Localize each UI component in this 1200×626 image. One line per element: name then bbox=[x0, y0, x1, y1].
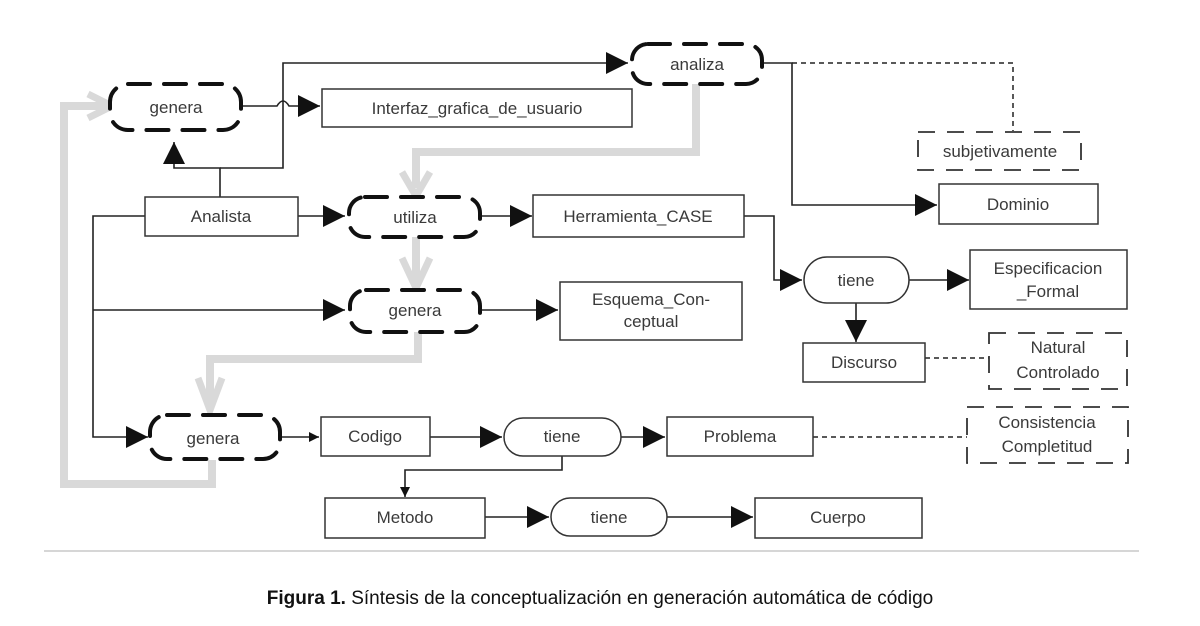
label-genera-top: genera bbox=[150, 98, 203, 117]
box-esquema bbox=[559, 281, 743, 341]
label-natural-2: Controlado bbox=[1016, 363, 1099, 382]
label-tiene-codigo: tiene bbox=[544, 427, 581, 446]
box-especificacion bbox=[969, 249, 1128, 310]
relation-genera-mid bbox=[348, 288, 482, 334]
edge-tiene-metodo bbox=[400, 456, 563, 497]
label-consistencia-1: Consistencia bbox=[998, 413, 1096, 432]
pill-nodes bbox=[503, 256, 910, 537]
box-cuerpo bbox=[754, 497, 923, 539]
label-subjetivamente: subjetivamente bbox=[943, 142, 1057, 161]
label-codigo: Codigo bbox=[348, 427, 402, 446]
label-esquema-1: Esquema_Con- bbox=[592, 290, 710, 309]
label-dominio: Dominio bbox=[987, 195, 1049, 214]
label-esquema-2: ceptual bbox=[624, 312, 679, 331]
label-interfaz: Interfaz_grafica_de_usuario bbox=[372, 99, 583, 118]
relation-analiza bbox=[630, 42, 764, 86]
relation-nodes bbox=[108, 42, 764, 461]
label-especificacion-1: Especificacion bbox=[994, 259, 1103, 278]
label-metodo: Metodo bbox=[377, 508, 434, 527]
relation-genera-low bbox=[148, 413, 282, 461]
attr-subjetivamente bbox=[917, 131, 1082, 171]
box-problema bbox=[666, 416, 814, 457]
pill-tiene-spec bbox=[803, 256, 910, 304]
box-codigo bbox=[320, 416, 431, 457]
edge-analista-trunk bbox=[92, 215, 148, 448]
edge-analista-analiza bbox=[220, 52, 628, 169]
flow-genera-to-genera bbox=[206, 332, 422, 405]
label-cuerpo: Cuerpo bbox=[810, 508, 866, 527]
label-analiza: analiza bbox=[670, 55, 724, 74]
flow-analiza-to-utiliza bbox=[412, 84, 700, 188]
box-interfaz bbox=[321, 88, 633, 128]
concept-nodes bbox=[144, 88, 1128, 539]
node-labels: genera Interfaz_grafica_de_usuario anali… bbox=[150, 55, 1103, 527]
box-dominio bbox=[938, 183, 1099, 225]
label-natural-1: Natural bbox=[1031, 338, 1086, 357]
attr-natural-controlado bbox=[988, 332, 1128, 390]
dashed-associations bbox=[792, 62, 1014, 438]
flow-loop-back bbox=[60, 102, 216, 488]
assoc-analiza-subjetivamente bbox=[792, 62, 1014, 131]
box-discurso bbox=[802, 342, 926, 383]
label-analista: Analista bbox=[191, 207, 252, 226]
caption-text: Síntesis de la conceptualización en gene… bbox=[345, 588, 934, 609]
box-metodo bbox=[324, 497, 486, 539]
attribute-nodes bbox=[917, 131, 1129, 464]
edge-genera-interfaz bbox=[242, 95, 320, 117]
attr-consistencia bbox=[966, 406, 1129, 464]
caption-label: Figura 1. bbox=[266, 588, 346, 609]
label-tiene-spec: tiene bbox=[838, 271, 875, 290]
box-analista bbox=[144, 196, 299, 237]
relation-genera-top bbox=[108, 82, 243, 132]
label-genera-mid: genera bbox=[389, 301, 442, 320]
flow-lines bbox=[60, 84, 700, 488]
pill-tiene-metodo bbox=[550, 497, 668, 537]
label-especificacion-2: _Formal bbox=[1016, 282, 1079, 301]
connectors bbox=[92, 52, 969, 528]
edge-analiza-dominio bbox=[764, 62, 937, 216]
figure-caption: Figura 1. Síntesis de la conceptualizaci… bbox=[0, 588, 1200, 610]
relation-utiliza bbox=[347, 195, 482, 239]
label-utiliza: utiliza bbox=[393, 208, 437, 227]
edge-herramienta-tiene bbox=[744, 215, 802, 291]
flow-arrowhead-genera-low bbox=[194, 376, 226, 420]
label-discurso: Discurso bbox=[831, 353, 897, 372]
box-herramienta bbox=[532, 194, 745, 238]
label-consistencia-2: Completitud bbox=[1002, 437, 1093, 456]
label-tiene-metodo: tiene bbox=[591, 508, 628, 527]
label-genera-low: genera bbox=[187, 429, 240, 448]
label-problema: Problema bbox=[704, 427, 777, 446]
edge-analista-genera-top bbox=[163, 142, 221, 198]
pill-tiene-codigo bbox=[503, 417, 622, 457]
label-herramienta: Herramienta_CASE bbox=[563, 207, 712, 226]
